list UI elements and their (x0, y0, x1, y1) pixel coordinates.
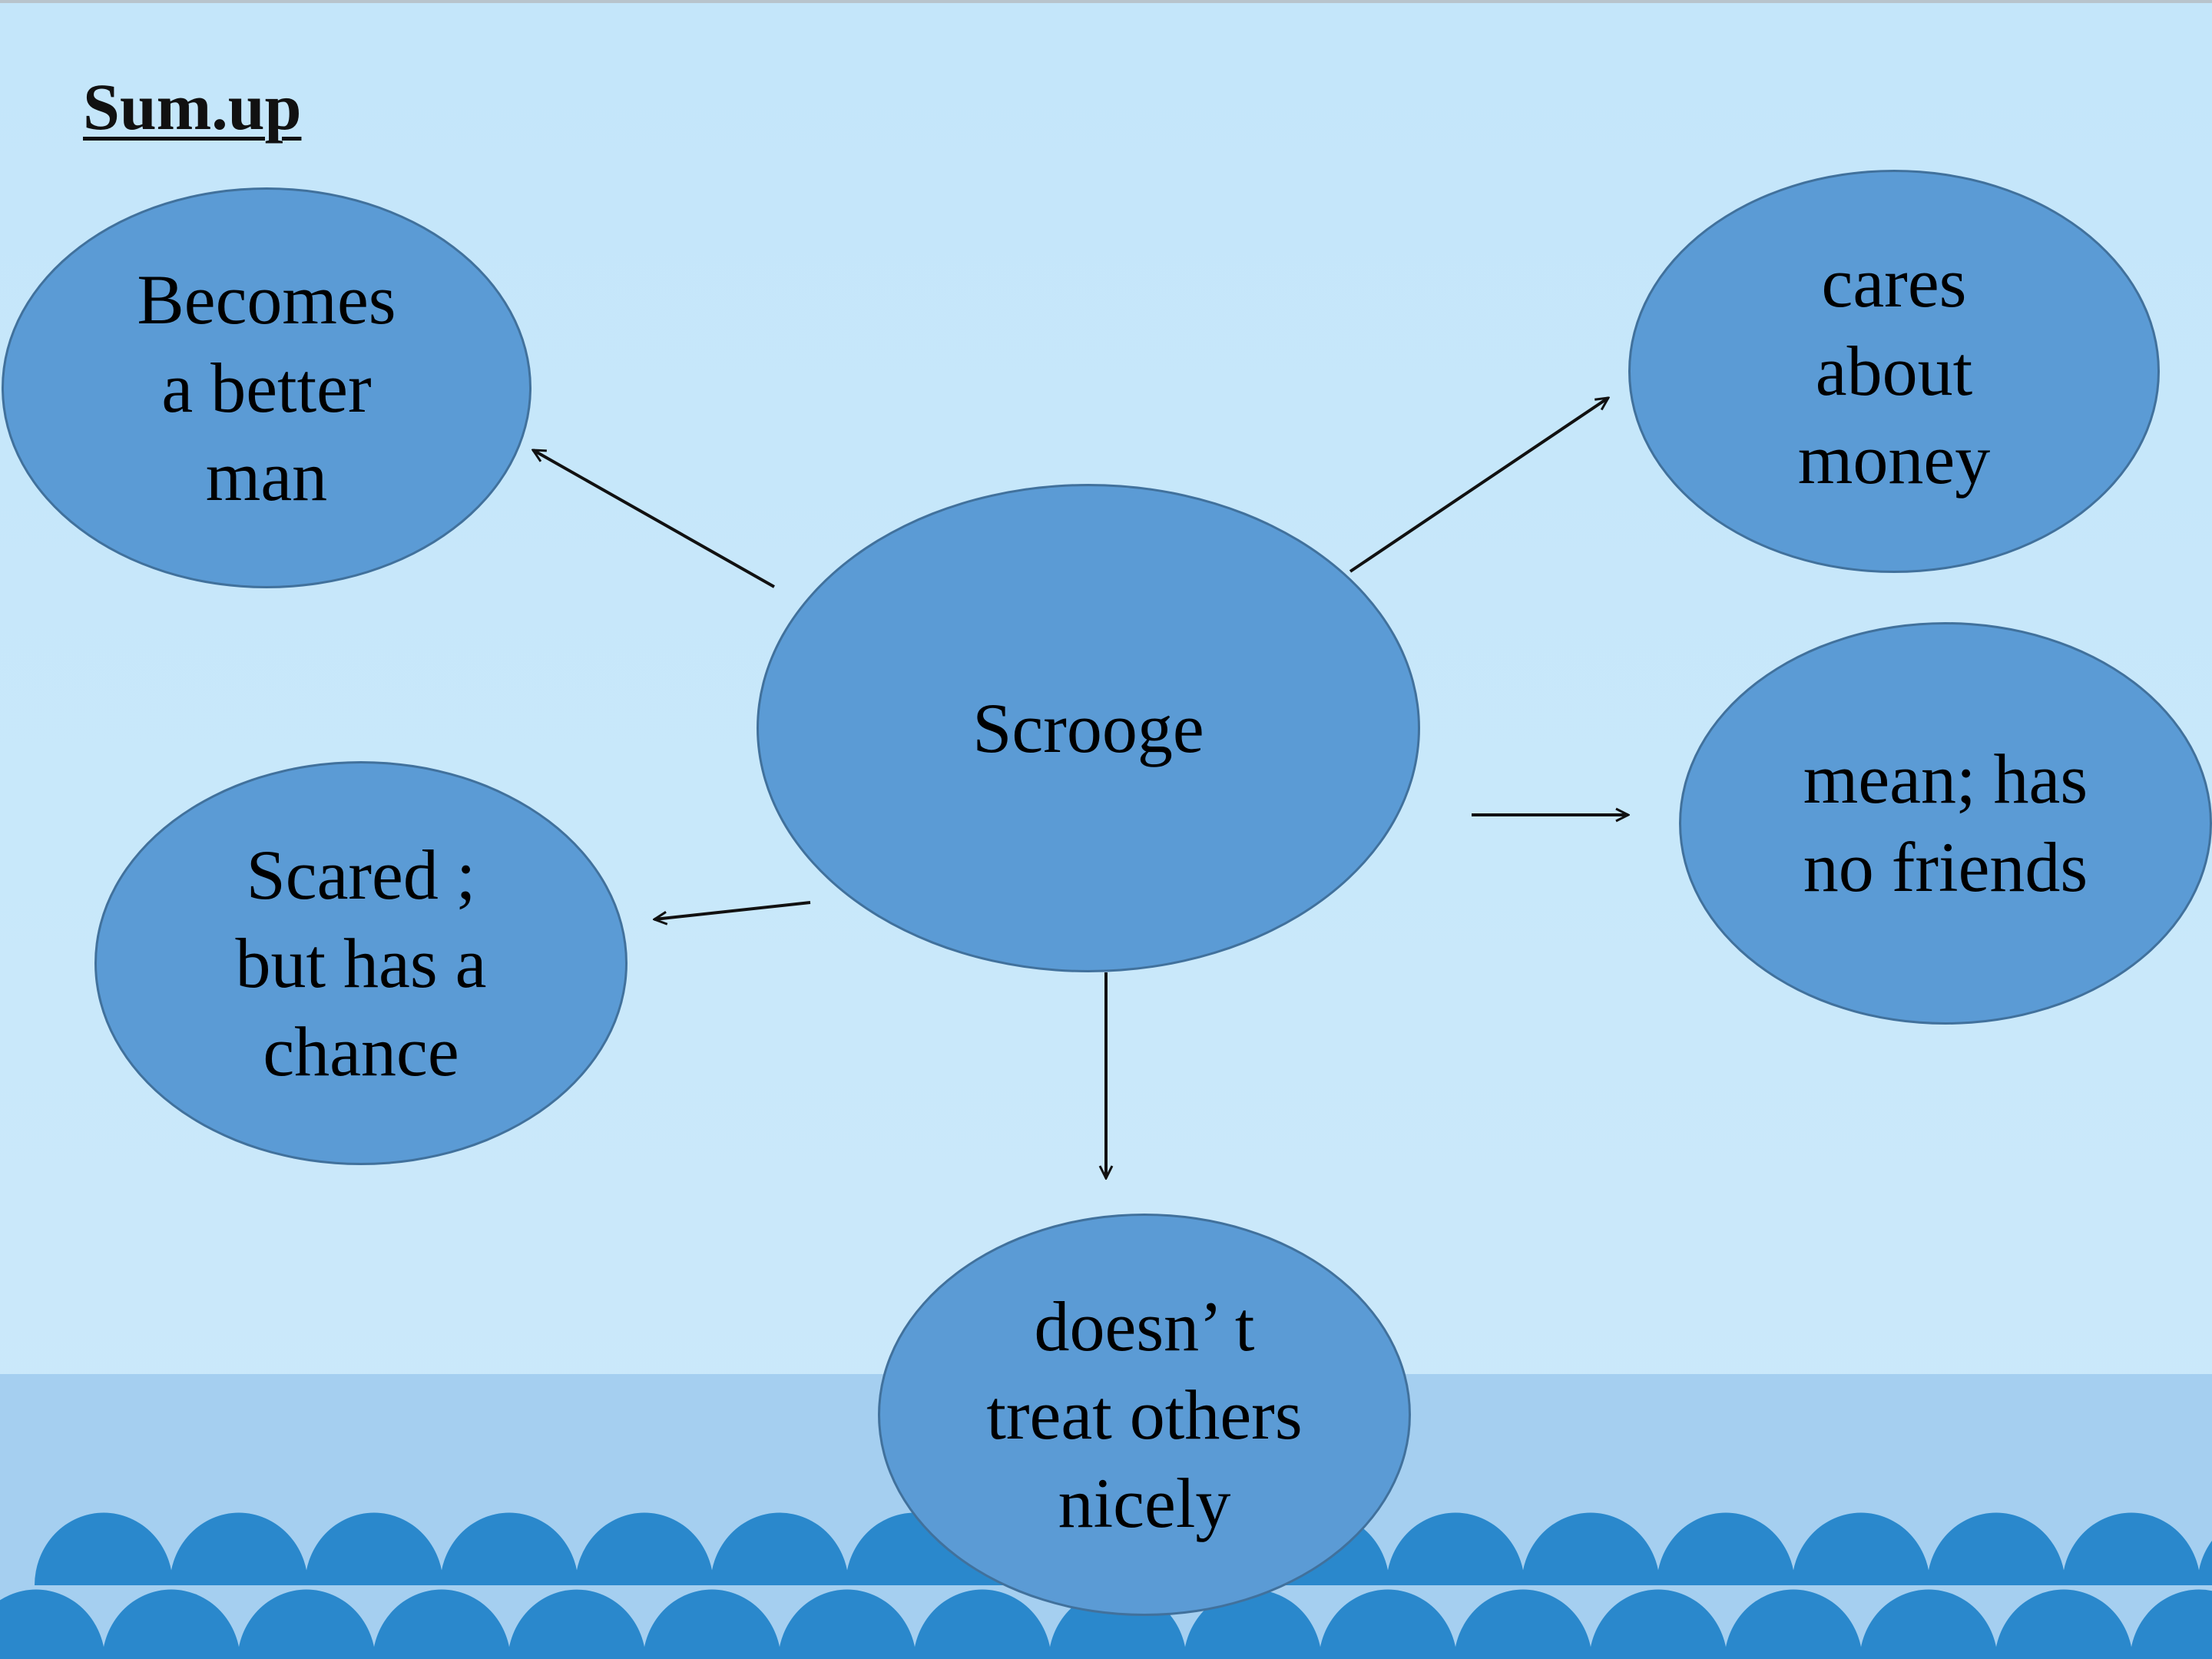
wave-scallop (237, 1589, 376, 1659)
node-others: doesn’ t treat others nicely (878, 1214, 1411, 1616)
wave-scallop (1657, 1512, 1795, 1585)
wave-scallop (508, 1589, 646, 1659)
wave-scallop (1792, 1512, 1930, 1585)
wave-scallop (305, 1512, 443, 1585)
wave-scallop (1995, 1589, 2133, 1659)
wave-scallop (1589, 1589, 1727, 1659)
wave-scallop (778, 1589, 916, 1659)
wave-scallop (575, 1512, 714, 1585)
wave-scallop (1927, 1512, 2065, 1585)
wave-scallop (170, 1512, 308, 1585)
wave-scallop (1724, 1589, 1863, 1659)
wave-scallop (1319, 1589, 1457, 1659)
wave-scallop (2130, 1589, 2212, 1659)
wave-scallop (1522, 1512, 1660, 1585)
wave-scallop (1859, 1589, 1998, 1659)
connector-arrows (0, 3, 2212, 1659)
wave-scallop (2062, 1512, 2200, 1585)
wave-scallop (373, 1589, 511, 1659)
node-money-label: cares about money (1797, 243, 1991, 498)
wave-scallop (913, 1589, 1051, 1659)
arrow-to-scared (654, 901, 811, 919)
arrow-to-better-man (533, 449, 775, 588)
wave-scallop (102, 1589, 240, 1659)
node-better-man-label: Becomes a better man (137, 260, 396, 515)
wave-scallop (35, 1512, 173, 1585)
node-scrooge-label: Scrooge (972, 688, 1204, 767)
node-scrooge: Scrooge (757, 484, 1420, 972)
node-mean-label: mean; has no friends (1803, 740, 2088, 906)
node-others-label: doesn’ t treat others nicely (986, 1286, 1303, 1542)
wave-scallop (1454, 1589, 1592, 1659)
wave-scallop (710, 1512, 849, 1585)
wave-scallop (0, 1589, 105, 1659)
wave-scallop (643, 1589, 781, 1659)
arrow-to-money (1349, 398, 1608, 573)
node-scared-label: Scared ; but has a chance (235, 835, 487, 1091)
node-money: cares about money (1628, 170, 2160, 573)
node-mean: mean; has no friends (1679, 622, 2212, 1025)
slide-title: Sum.up (83, 70, 302, 144)
wave-scallop (2197, 1541, 2212, 1585)
node-better-man: Becomes a better man (2, 187, 531, 588)
wave-scallop (440, 1512, 578, 1585)
node-scared: Scared ; but has a chance (94, 761, 628, 1165)
wave-scallop (1386, 1512, 1525, 1585)
